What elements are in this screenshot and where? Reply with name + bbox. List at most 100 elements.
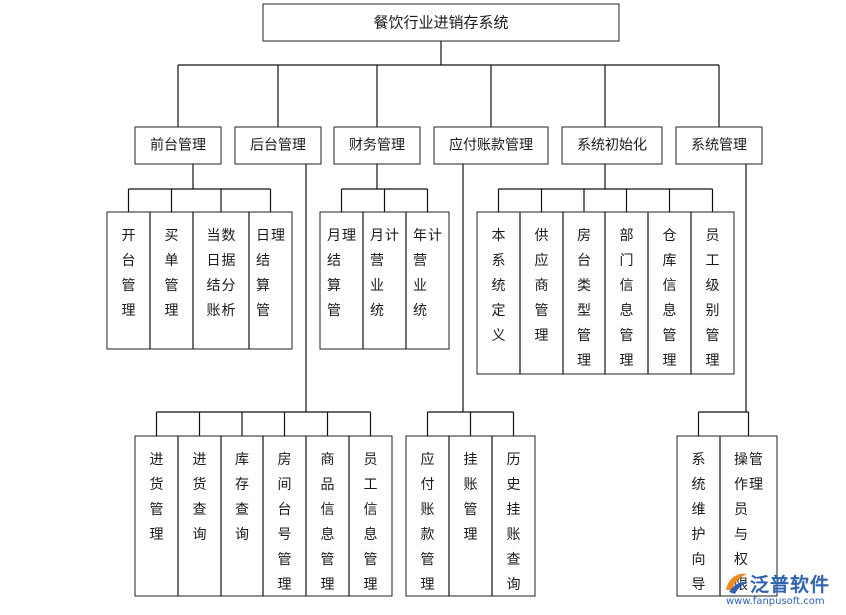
node-char: 分 — [222, 278, 236, 294]
node-char: 门 — [620, 253, 634, 269]
module-node-finance: 财务管理 — [333, 126, 421, 165]
node-char: 本 — [492, 228, 506, 244]
node-char: 管 — [577, 328, 591, 344]
node-char: 管 — [278, 552, 292, 568]
node-char: 算 — [327, 278, 341, 294]
node-char: 义 — [492, 328, 506, 344]
node-char: 系 — [492, 253, 506, 269]
module-label: 财务管理 — [349, 138, 405, 154]
node-char: 别 — [706, 303, 720, 319]
node-char: 营 — [370, 253, 384, 269]
node-char: 类 — [577, 278, 591, 294]
node-char: 询 — [193, 527, 207, 543]
node-char: 理 — [165, 303, 179, 319]
node-char: 理 — [749, 477, 763, 493]
node-char: 信 — [321, 502, 335, 518]
node-char: 管 — [327, 303, 341, 319]
title-node: 餐饮行业进销存系统 — [262, 3, 620, 42]
node-char: 买 — [165, 228, 179, 244]
node-char: 统 — [413, 303, 427, 319]
node-char: 历 — [507, 452, 521, 468]
node-char: 结 — [256, 253, 270, 269]
node-char: 房 — [278, 452, 292, 468]
module-node-sys: 系统管理 — [675, 126, 763, 165]
node-char: 析 — [222, 303, 236, 319]
node-char: 统 — [370, 303, 384, 319]
module-node-back: 后台管理 — [234, 126, 322, 165]
node-char: 计 — [428, 228, 442, 244]
node-char: 库 — [235, 452, 249, 468]
node-char: 计 — [385, 228, 399, 244]
node-char: 应 — [421, 451, 435, 468]
node-char: 工 — [706, 253, 720, 269]
node-char: 员 — [734, 502, 748, 518]
node-char: 权 — [734, 552, 748, 568]
children-frame — [319, 211, 450, 350]
module-box — [433, 126, 549, 165]
node-char: 型 — [577, 303, 591, 319]
node-char: 结 — [207, 278, 221, 294]
node-char: 挂 — [464, 452, 478, 468]
node-char: 理 — [150, 527, 164, 543]
children-group-finance: 月结算管理月营业统计年营业统计 — [319, 211, 450, 350]
connector-lines — [127, 41, 750, 436]
node-char: 货 — [150, 476, 164, 493]
node-char: 业 — [370, 278, 384, 294]
node-char: 货 — [193, 476, 207, 493]
node-char: 工 — [364, 477, 378, 493]
node-char: 员 — [706, 228, 720, 244]
node-char: 结 — [327, 253, 341, 269]
node-char: 开 — [122, 228, 136, 244]
node-char: 护 — [692, 527, 706, 543]
node-char: 信 — [620, 278, 634, 294]
node-char: 理 — [342, 228, 356, 244]
node-char: 商 — [535, 278, 549, 294]
module-node-payable: 应付账款管理 — [433, 126, 549, 165]
fanpu-logo-icon — [726, 573, 748, 594]
children-frame — [106, 211, 293, 350]
node-char: 管 — [620, 328, 634, 344]
node-char: 息 — [364, 526, 378, 543]
node-char: 单 — [165, 253, 179, 269]
node-char: 进 — [193, 452, 207, 468]
watermark: 泛普软件 www.fanpusoft.com — [722, 568, 842, 610]
node-char: 管 — [535, 303, 549, 319]
node-char: 查 — [235, 502, 249, 518]
node-char: 理 — [122, 303, 136, 319]
node-char: 挂 — [507, 502, 521, 518]
node-char: 年 — [413, 228, 427, 244]
node-char: 账 — [507, 527, 521, 543]
node-char: 供 — [535, 228, 549, 244]
node-char: 统 — [492, 278, 506, 294]
node-char: 商 — [321, 452, 335, 468]
node-char: 管 — [321, 552, 335, 568]
node-char: 据 — [222, 253, 236, 269]
node-char: 查 — [193, 502, 207, 518]
node-char: 账 — [207, 303, 221, 319]
node-char: 房 — [577, 228, 591, 244]
node-char: 款 — [421, 527, 435, 543]
module-label: 应付账款管理 — [449, 137, 533, 154]
node-char: 信 — [364, 502, 378, 518]
module-label: 前台管理 — [150, 137, 206, 154]
node-char: 库 — [663, 253, 677, 269]
node-char: 月 — [370, 228, 384, 244]
node-char: 账 — [464, 477, 478, 493]
module-box — [234, 126, 322, 165]
children-frame — [405, 435, 536, 597]
chart-nodes: 餐饮行业进销存系统前台管理开台管理买单管理当日结账数据分析日结算管理后台管理进货… — [106, 3, 778, 597]
